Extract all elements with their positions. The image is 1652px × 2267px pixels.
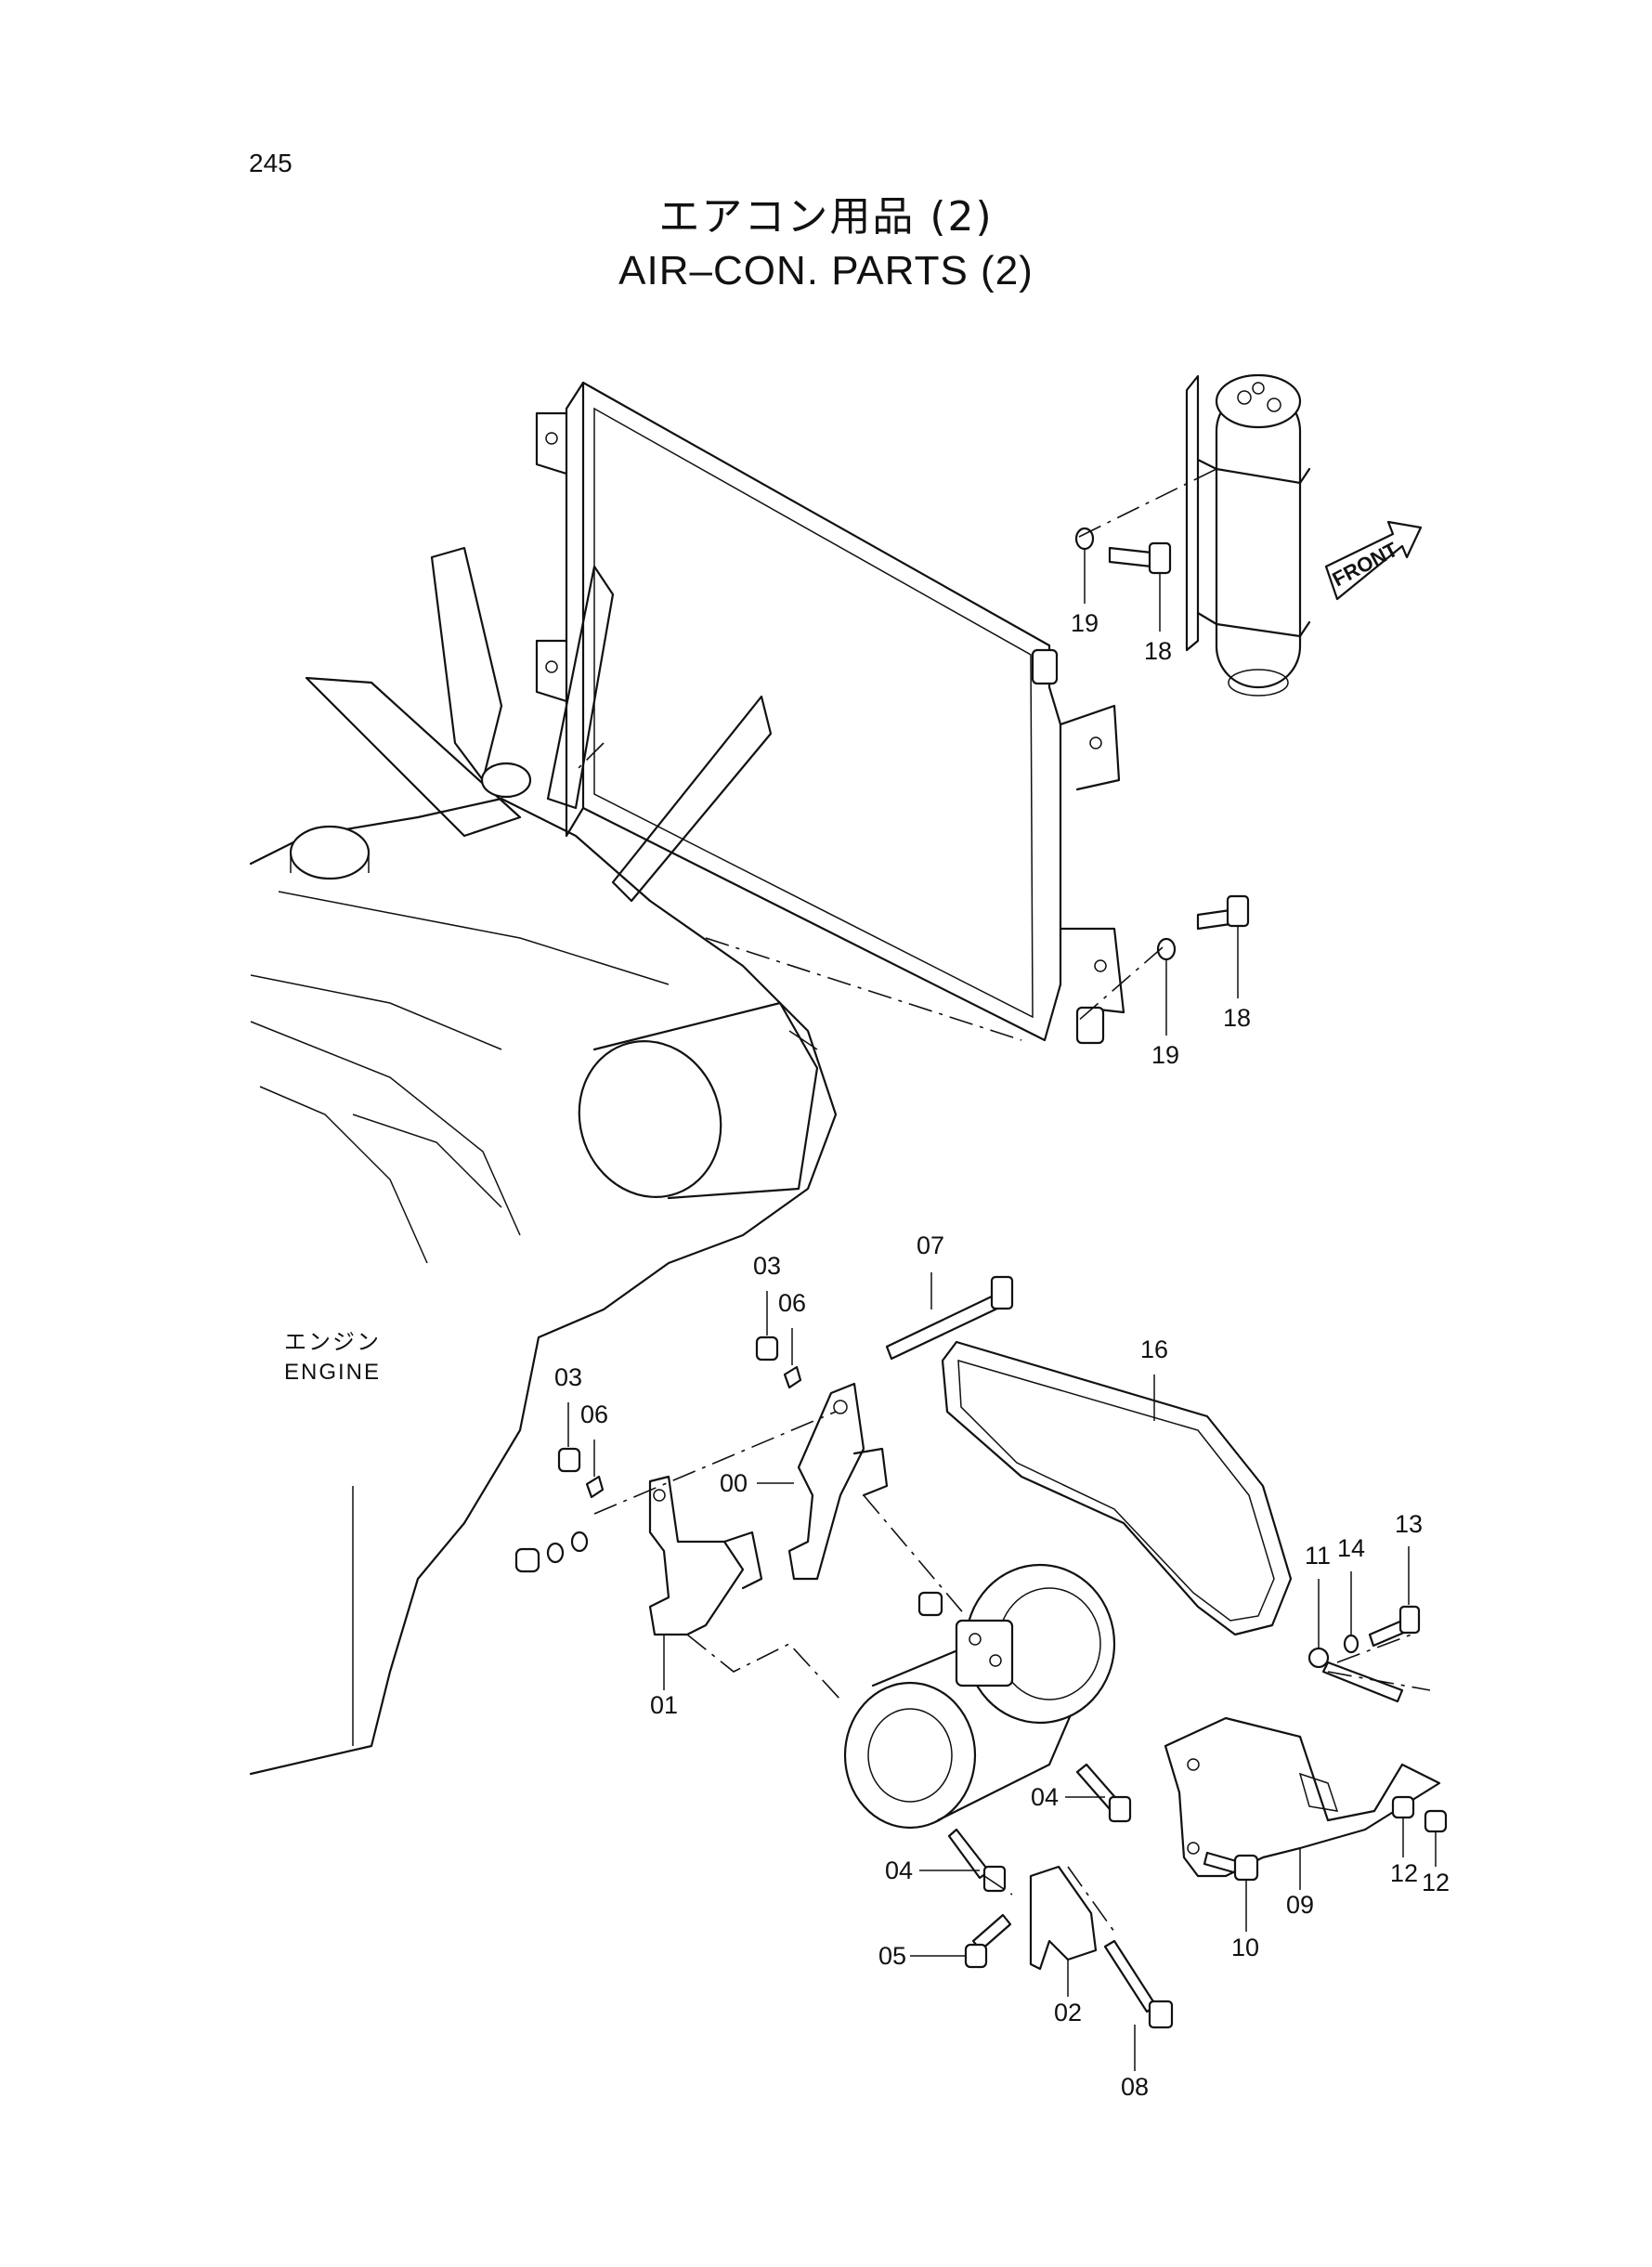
bolt-05 [964, 1913, 1012, 1969]
condenser-frame [535, 381, 1125, 1045]
nut-03b [557, 1447, 581, 1473]
bolt-04a [1075, 1763, 1132, 1823]
engine-label: エンジン ENGINE [284, 1328, 381, 1388]
compressor [843, 1563, 1116, 1830]
callout-03a: 03 [753, 1252, 781, 1280]
engine-label-english: ENGINE [284, 1360, 382, 1385]
title-japanese: エアコン用品 (2) [658, 193, 994, 241]
assembly-lines [575, 468, 1431, 1933]
callout-18a: 18 [1144, 637, 1172, 665]
alternator [578, 1001, 819, 1200]
left-nut [514, 1547, 540, 1573]
nut-12a [1391, 1795, 1415, 1819]
callout-02: 02 [1054, 1999, 1082, 2026]
callout-09: 09 [1286, 1891, 1314, 1919]
engine-outline [249, 797, 838, 1776]
callout-10: 10 [1231, 1934, 1259, 1961]
callout-16: 16 [1140, 1335, 1168, 1363]
title-english: AIR–CON. PARTS (2) [618, 248, 1034, 293]
bolt-13 [1368, 1605, 1421, 1648]
callout-04b: 04 [885, 1857, 913, 1884]
bolt-04b [947, 1828, 1007, 1893]
clip-06a [783, 1365, 802, 1389]
callout-12a: 12 [1390, 1859, 1418, 1887]
long-bolt-07 [885, 1275, 1014, 1361]
bracket-01 [648, 1475, 763, 1636]
leader-lines [567, 550, 1437, 2071]
callout-03b: 03 [554, 1363, 582, 1391]
title-block: エアコン用品 (2) AIR–CON. PARTS (2) [0, 190, 1652, 298]
engine-fan [305, 546, 773, 903]
callout-04a: 04 [1031, 1783, 1059, 1811]
condenser-bolt-18 [1196, 894, 1250, 931]
callout-13: 13 [1395, 1510, 1423, 1538]
callout-06a: 06 [778, 1289, 806, 1317]
nut-12b [1424, 1809, 1448, 1833]
drier-washer-19 [1074, 527, 1095, 551]
callout-12b: 12 [1422, 1869, 1450, 1896]
engine-label-japanese: エンジン [284, 1330, 381, 1355]
callout-19a: 19 [1071, 609, 1099, 637]
left-washer-a [546, 1542, 565, 1564]
receiver-drier [1185, 373, 1311, 697]
callout-11: 11 [1305, 1542, 1331, 1570]
callout-08: 08 [1121, 2073, 1149, 2101]
callout-07: 07 [917, 1231, 944, 1259]
callout-19b: 19 [1151, 1041, 1179, 1069]
bracket-00 [787, 1382, 889, 1581]
condenser-washer-19 [1156, 937, 1177, 961]
bracket-02 [1029, 1865, 1098, 1971]
clip-06b [585, 1475, 605, 1499]
callout-00: 00 [720, 1469, 748, 1497]
nut-03a [755, 1335, 779, 1362]
drive-belt [941, 1340, 1293, 1636]
bracket-09 [1164, 1716, 1441, 1878]
front-arrow-label: FRONT [1329, 538, 1402, 592]
bolt-08 [1103, 1939, 1174, 2029]
front-direction-arrow: FRONT [1324, 520, 1423, 601]
washer-14 [1343, 1634, 1359, 1654]
callout-18b: 18 [1223, 1004, 1251, 1032]
eye-bolt-11 [1307, 1647, 1404, 1703]
drier-bolt-18 [1108, 541, 1172, 575]
callout-06b: 06 [580, 1401, 608, 1428]
page-number: 245 [249, 149, 293, 177]
callout-14: 14 [1337, 1534, 1365, 1562]
callout-labels: 19 18 19 18 07 03 06 16 03 06 00 13 14 1… [554, 609, 1450, 2101]
callout-01: 01 [650, 1691, 678, 1719]
callout-05: 05 [878, 1942, 906, 1970]
left-washer-b [570, 1531, 589, 1553]
